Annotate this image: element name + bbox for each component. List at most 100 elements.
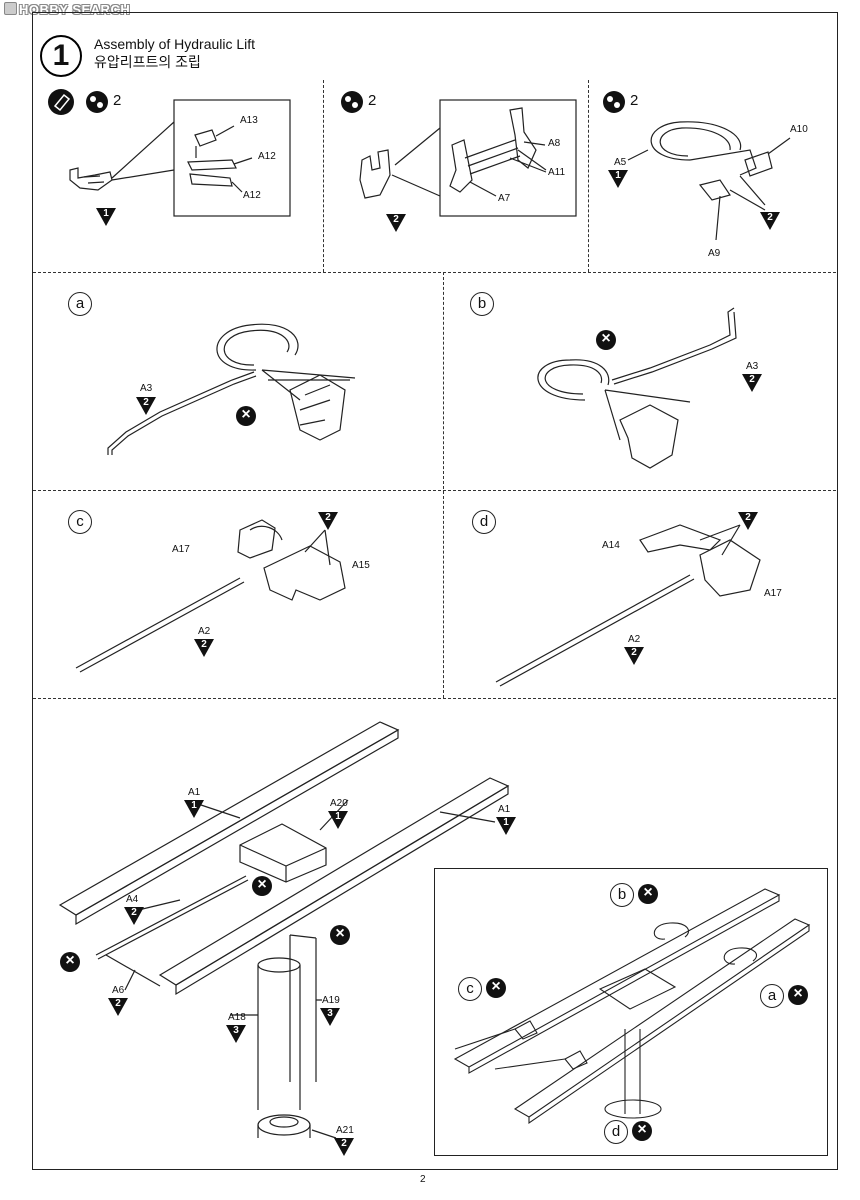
- label-a10: A10: [790, 124, 808, 135]
- divider-lower: [33, 698, 836, 699]
- c-part-a17: [237, 519, 276, 559]
- p1-detail-box: [173, 99, 291, 217]
- inset-no-glue-c: [486, 977, 506, 998]
- p1-part-a12: [187, 159, 237, 187]
- sub-c-sprue-marker: 2: [318, 512, 338, 530]
- divider-top: [33, 272, 836, 273]
- label-a13: A13: [240, 115, 258, 126]
- glue-icon-1: [86, 91, 108, 113]
- label-a8: A8: [548, 138, 561, 149]
- sub-a-letter: a: [68, 292, 92, 316]
- p2-detail-box: [439, 99, 577, 217]
- sub-a-no-glue-icon: [236, 405, 256, 426]
- divider-center: [443, 272, 444, 698]
- main-label-a18: A18: [228, 1012, 246, 1023]
- step-title-en: Assembly of Hydraulic Lift: [94, 36, 256, 52]
- divider-top-2: [588, 80, 589, 272]
- main-sprue-a6: 2: [108, 998, 128, 1016]
- assembled-detail-inset: [434, 868, 828, 1156]
- p2-quantity: 2: [368, 92, 377, 109]
- sub-b-label-a3: A3: [746, 361, 759, 372]
- sub-c-sprue-marker-a2: 2: [194, 639, 214, 657]
- sub-c-label-a2: A2: [198, 626, 211, 637]
- sub-d-label-a14: A14: [602, 540, 620, 551]
- main-label-a1-left: A1: [188, 787, 201, 798]
- sub-c-label-a15: A15: [352, 560, 370, 571]
- main-label-a4: A4: [126, 894, 139, 905]
- d-rod: [495, 574, 695, 687]
- main-no-glue-icon-2: [330, 924, 350, 945]
- main-label-a19: A19: [322, 995, 340, 1006]
- main-sprue-a18: 3: [226, 1025, 246, 1043]
- b-bracket: [619, 404, 679, 469]
- main-rod-a4: [95, 875, 249, 960]
- p3-sprue-marker-a5: 1: [608, 170, 628, 188]
- b-ring: [537, 359, 610, 401]
- main-sprue-a20: 1: [328, 811, 348, 829]
- hobby-search-logo-icon: [4, 2, 17, 15]
- main-sprue-a1-left: 1: [184, 800, 204, 818]
- main-label-a21: A21: [336, 1125, 354, 1136]
- divider-mid: [33, 490, 836, 491]
- p2-sprue-marker: 2: [386, 214, 406, 232]
- c-rod: [75, 577, 245, 673]
- main-box-a20: [239, 823, 327, 883]
- main-label-a20: A20: [330, 798, 348, 809]
- p3-part-a10: [744, 151, 773, 177]
- label-a7: A7: [498, 193, 511, 204]
- main-label-a6: A6: [112, 985, 125, 996]
- main-sprue-a4: 2: [124, 907, 144, 925]
- cutter-icon: [48, 89, 74, 115]
- sub-c-label-a17: A17: [172, 544, 190, 555]
- p3-quantity: 2: [630, 92, 639, 109]
- p2-part-a8: [509, 107, 537, 169]
- inset-no-glue-d: [632, 1120, 652, 1141]
- label-a12-2: A12: [243, 190, 261, 201]
- inset-letter-b: b: [610, 883, 634, 907]
- label-a9: A9: [708, 248, 721, 259]
- inset-line-art: [453, 888, 811, 1125]
- label-a5: A5: [614, 157, 627, 168]
- glue-icon-3: [603, 91, 625, 113]
- label-a12-1: A12: [258, 151, 276, 162]
- main-sprue-a19: 3: [320, 1008, 340, 1026]
- divider-top-1: [323, 80, 324, 272]
- a-ring: [216, 323, 299, 371]
- main-no-glue-icon-1: [252, 875, 272, 896]
- sub-a-label-a3: A3: [140, 383, 153, 394]
- main-pillar-a19: [289, 934, 317, 1082]
- c-part-a15: [263, 545, 346, 601]
- inset-letter-d: d: [604, 1120, 628, 1144]
- step-title: Assembly of Hydraulic Lift 유압리프트의 조립: [94, 35, 255, 71]
- d-part-a14: [639, 524, 722, 553]
- label-a11: A11: [548, 167, 566, 178]
- p1-sprue-marker: 1: [96, 208, 116, 226]
- sub-d-label-a17: A17: [764, 588, 782, 599]
- main-sprue-a21: 2: [334, 1138, 354, 1156]
- inset-letter-c: c: [458, 977, 482, 1001]
- sub-c-letter: c: [68, 510, 92, 534]
- sub-b-no-glue-icon: [596, 329, 616, 350]
- p3-sprue-marker: 2: [760, 212, 780, 230]
- sub-d-sprue-marker: 2: [738, 512, 758, 530]
- instruction-frame: [32, 12, 838, 1170]
- glue-icon-2: [341, 91, 363, 113]
- sub-d-letter: d: [472, 510, 496, 534]
- p1-part-a13: [194, 129, 217, 158]
- sub-b-sprue-marker: 2: [742, 374, 762, 392]
- p2-part-a7: [449, 139, 473, 193]
- p1-quantity: 2: [113, 92, 122, 109]
- main-base-a21: [257, 1114, 311, 1136]
- main-sprue-a1-right: 1: [496, 817, 516, 835]
- inset-no-glue-a: [788, 984, 808, 1005]
- inset-letter-a: a: [760, 984, 784, 1008]
- a-bracket: [289, 374, 346, 441]
- p1-small-part: [69, 167, 113, 191]
- page-number: 2: [420, 1174, 426, 1185]
- p2-small-part: [359, 149, 391, 199]
- b-rod: [611, 307, 735, 381]
- sub-d-label-a2: A2: [628, 634, 641, 645]
- sub-a-sprue-marker: 2: [136, 397, 156, 415]
- sub-d-sprue-marker-a2: 2: [624, 647, 644, 665]
